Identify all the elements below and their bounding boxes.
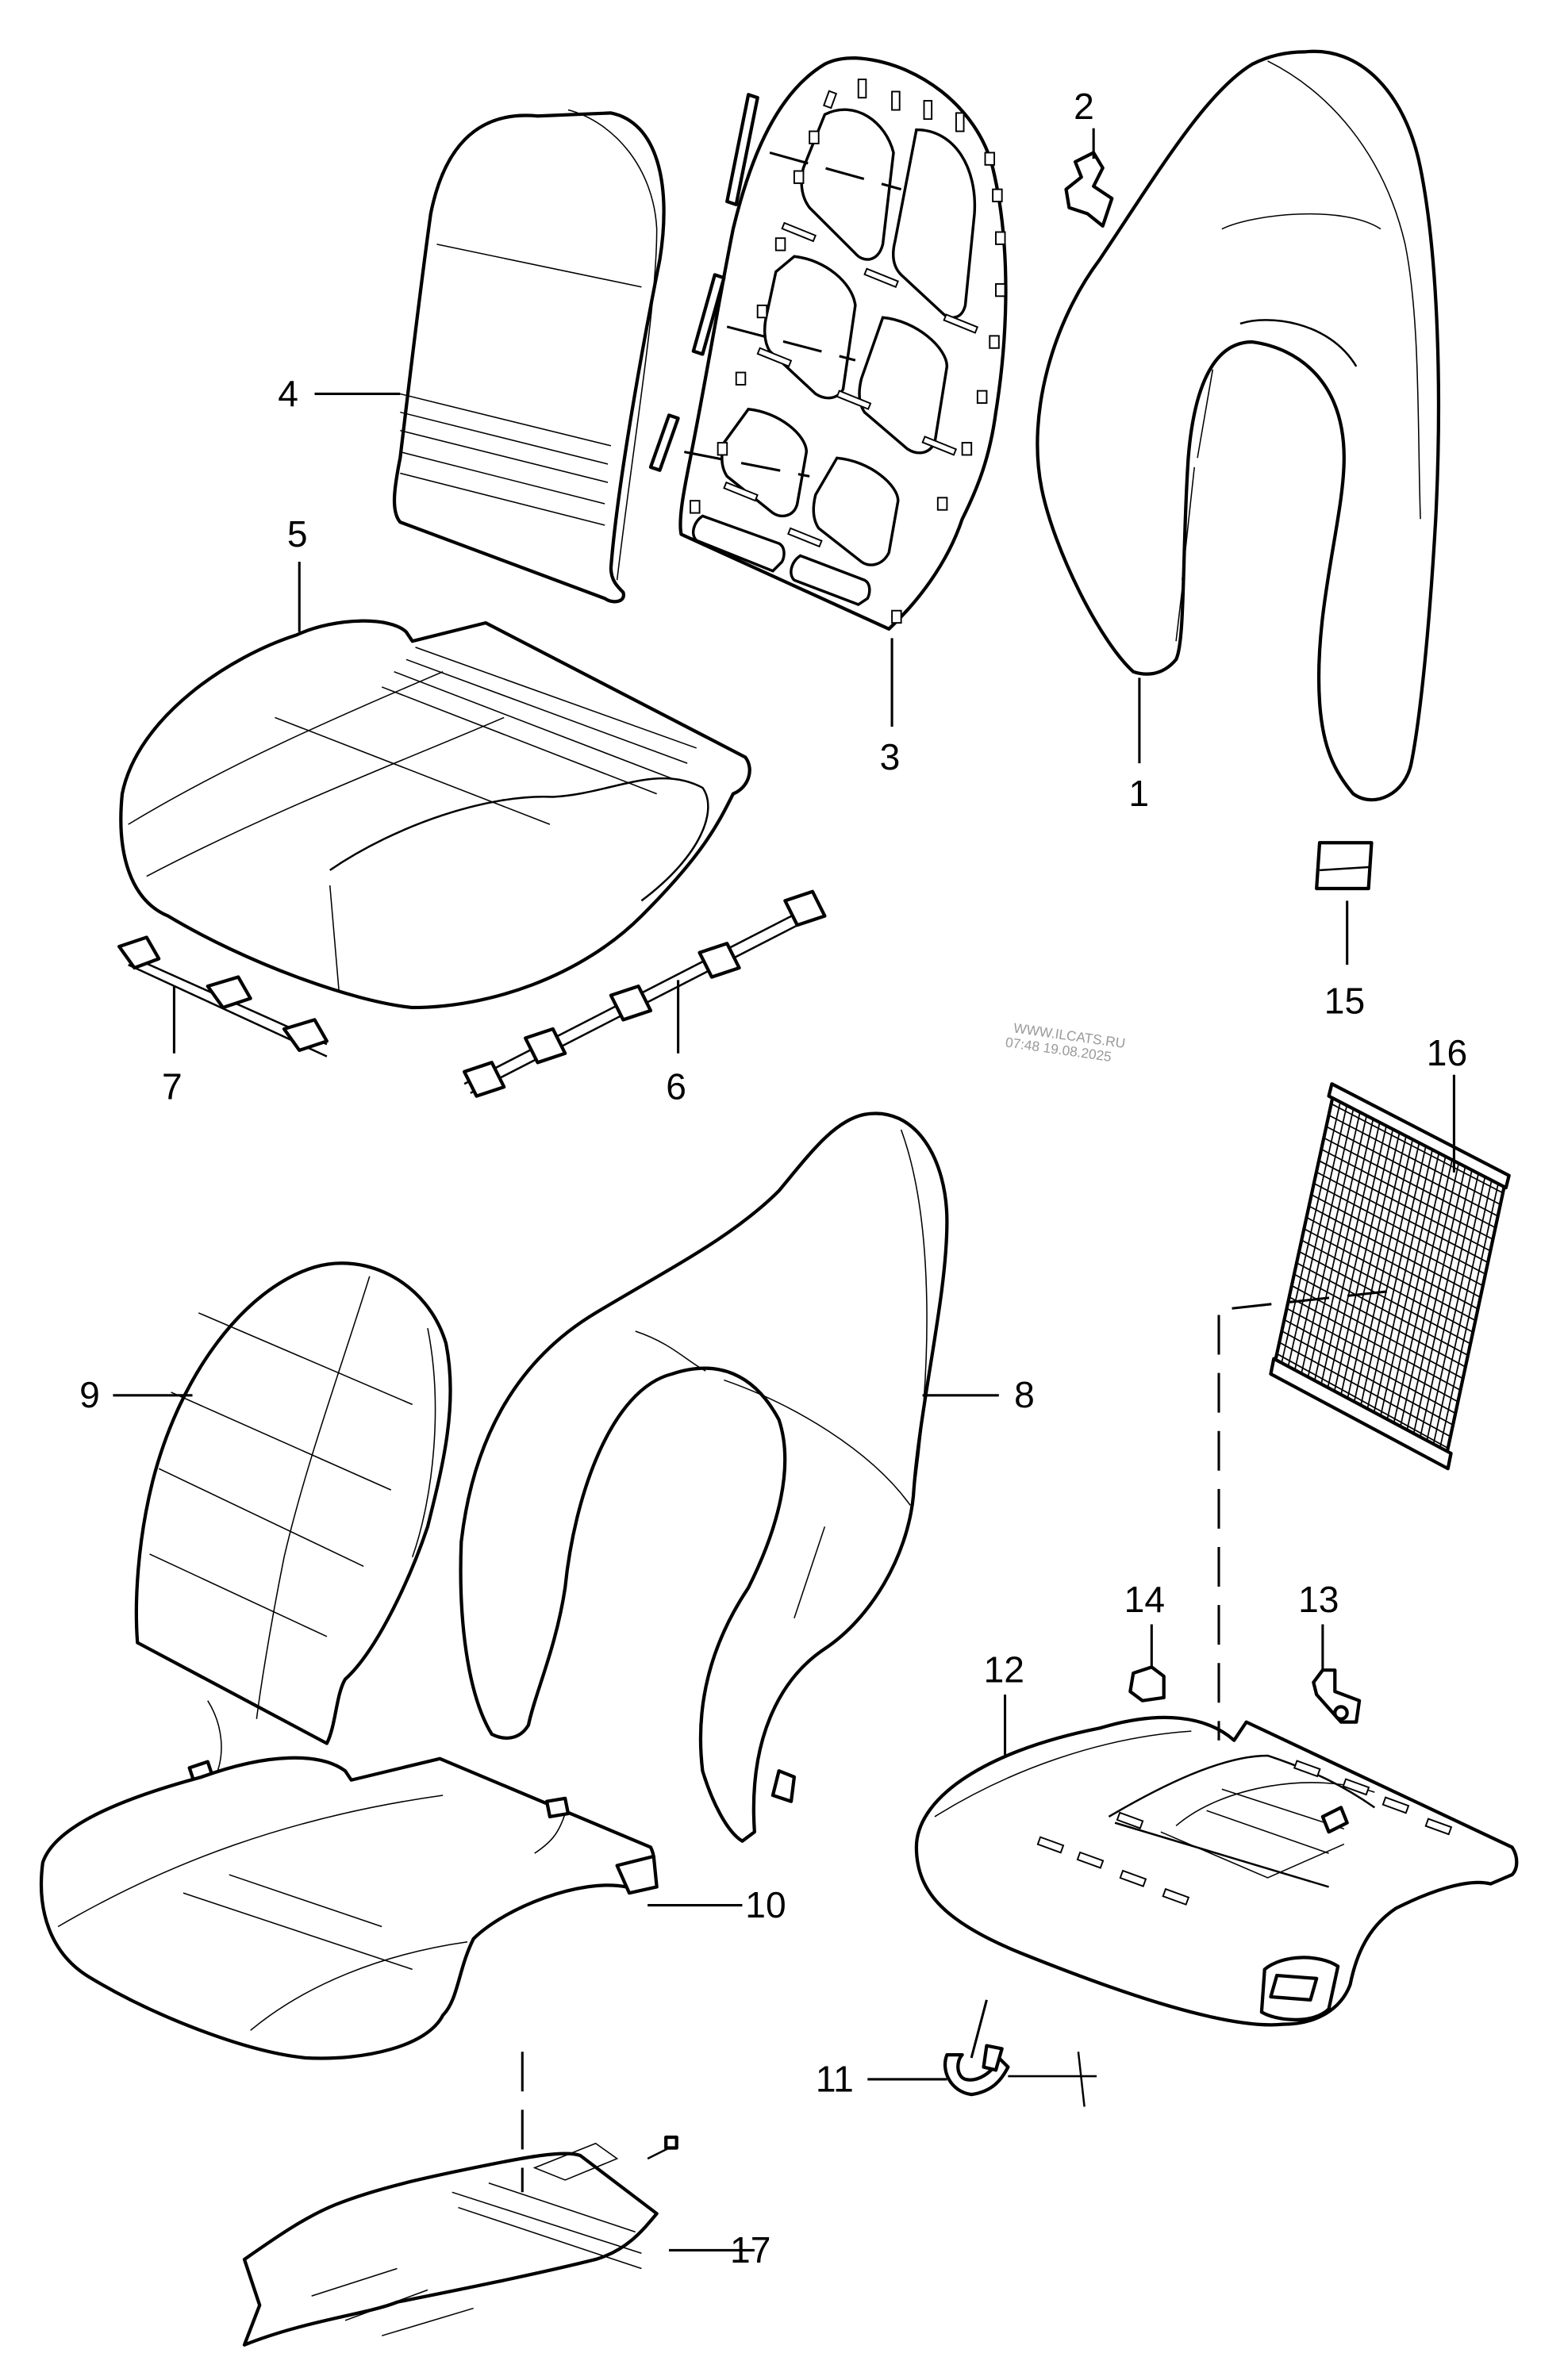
callout-12[interactable]: 12 <box>984 1649 1024 1691</box>
part-15-clip[interactable] <box>1315 841 1374 891</box>
mesh-line <box>1283 1319 1456 1415</box>
mesh-line <box>1314 1183 1486 1275</box>
mesh-line <box>1289 1296 1461 1391</box>
part-9-backrest-center-cover[interactable] <box>134 1261 452 1788</box>
callout-17[interactable]: 17 <box>730 2229 770 2271</box>
mesh-line <box>1296 1262 1469 1357</box>
mesh-line <box>1306 1217 1478 1310</box>
mesh-line <box>1293 1273 1466 1368</box>
mesh-line <box>1285 1307 1458 1403</box>
part-6-retaining-strip-long[interactable] <box>463 889 827 1098</box>
part-8-backrest-bolster-cover[interactable] <box>459 1111 949 1843</box>
mesh-line <box>1319 1160 1492 1252</box>
mesh-line <box>1316 1171 1489 1264</box>
mesh-line <box>1278 1342 1451 1438</box>
callout-15[interactable]: 15 <box>1324 981 1365 1022</box>
mesh-line <box>1298 1250 1471 1345</box>
leader-lines <box>113 128 1455 2251</box>
watermark: WWW.ILCATS.RU 07:48 19.08.2025 <box>1005 1019 1127 1065</box>
mesh-line <box>1301 1239 1474 1333</box>
part-14-clip[interactable] <box>1128 1665 1166 1702</box>
part-13-fastener[interactable] <box>1312 1668 1362 1724</box>
part-4-backrest-padding[interactable] <box>392 109 666 604</box>
part-16-mesh-insert[interactable] <box>1269 1082 1511 1471</box>
mesh-grid <box>1276 1096 1504 1457</box>
mesh-line <box>1281 1330 1453 1426</box>
mesh-line <box>1327 1126 1499 1217</box>
callout-labels: 2 4 5 3 1 15 7 6 16 9 8 14 13 12 10 11 1… <box>79 86 1467 2271</box>
mesh-line <box>1312 1194 1484 1287</box>
callout-6[interactable]: 6 <box>666 1066 686 1107</box>
mesh-line <box>1329 1115 1501 1206</box>
callout-3[interactable]: 3 <box>880 736 901 777</box>
callout-8[interactable]: 8 <box>1014 1374 1035 1415</box>
part-2-clip[interactable] <box>1064 151 1114 228</box>
foam-slots <box>1036 1760 1453 1906</box>
part-7-retaining-strip-short[interactable] <box>117 935 329 1058</box>
callout-1[interactable]: 1 <box>1128 773 1149 814</box>
callout-4[interactable]: 4 <box>278 373 298 414</box>
part-17-heating-element[interactable] <box>242 2135 678 2347</box>
part-5-cushion-padding[interactable] <box>119 619 751 1010</box>
part-12-cushion-foam[interactable] <box>914 1715 1519 2027</box>
callout-9[interactable]: 9 <box>79 1374 100 1415</box>
mesh-line <box>1324 1138 1497 1229</box>
callout-5[interactable]: 5 <box>287 513 308 555</box>
callout-16[interactable]: 16 <box>1427 1032 1467 1073</box>
mesh-line <box>1276 1353 1448 1449</box>
callout-13[interactable]: 13 <box>1298 1579 1339 1620</box>
callout-10[interactable]: 10 <box>745 1884 786 1925</box>
part-1-backrest-frame[interactable] <box>1036 49 1441 802</box>
callout-14[interactable]: 14 <box>1124 1579 1165 1620</box>
mesh-line <box>1332 1104 1504 1194</box>
callout-2[interactable]: 2 <box>1074 86 1094 127</box>
callout-11[interactable]: 11 <box>816 2058 854 2099</box>
callout-7[interactable]: 7 <box>162 1066 183 1107</box>
mesh-line <box>1308 1205 1481 1299</box>
mesh-line <box>1291 1284 1463 1380</box>
mesh-line <box>1304 1228 1476 1322</box>
mesh-line <box>1321 1149 1494 1241</box>
part-10-cushion-cover[interactable] <box>39 1756 659 2060</box>
part-11-hook-clip[interactable] <box>943 2044 1097 2107</box>
part-3-suspension-panel[interactable] <box>648 56 1008 631</box>
